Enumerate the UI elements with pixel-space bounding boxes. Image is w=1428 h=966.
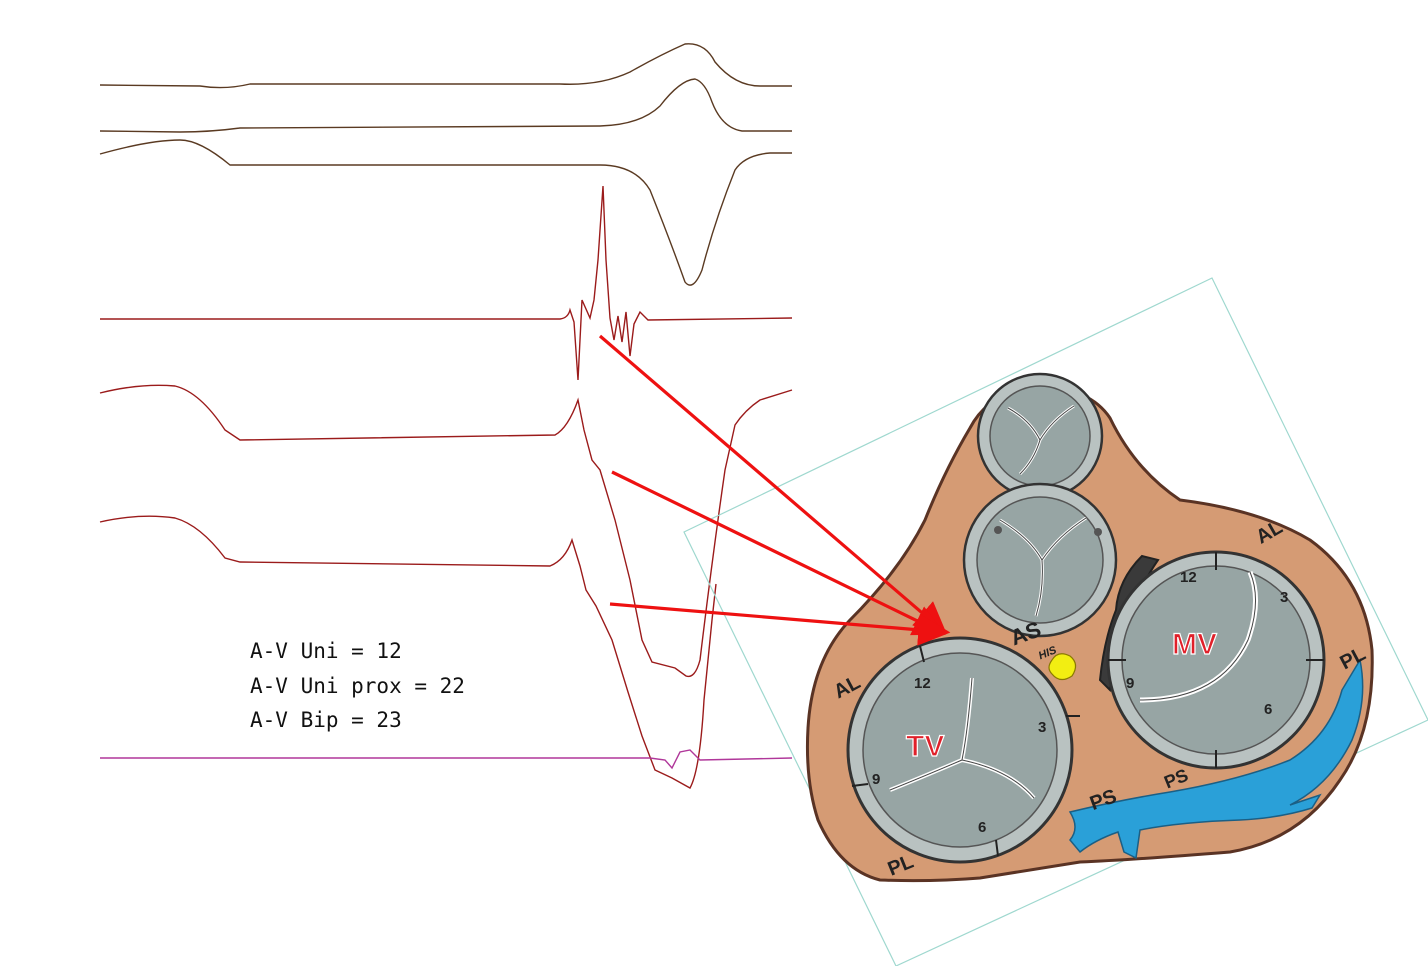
measurement-av-bip: A-V Bip = 23: [250, 708, 402, 732]
tv-clock-3: 3: [1038, 719, 1046, 736]
mv-label: MV: [1172, 628, 1217, 661]
measurement-block: A-V Uni = 12 A-V Uni prox = 22 A-V Bip =…: [250, 639, 465, 732]
heart-base-illustration: 12 3 6 9 MV 12 3 6 9: [805, 372, 1374, 883]
aortic-valve: [962, 482, 1118, 638]
mv-clock-6: 6: [1264, 701, 1272, 718]
electrogram-traces: [99, 43, 793, 789]
bipolar-trace: [100, 185, 793, 381]
tv-clock-9: 9: [872, 771, 880, 788]
mv-clock-3: 3: [1280, 589, 1288, 606]
surface-trace-2: [99, 78, 792, 133]
measurement-av-uni-prox: A-V Uni prox = 22: [250, 674, 465, 698]
surface-trace-3: [99, 139, 792, 286]
coronary-sinus: [1068, 657, 1364, 860]
unipolar-distal-trace: [99, 384, 793, 678]
arrow-from-unipolar-proximal: [609, 602, 951, 646]
tv-clock-6: 6: [978, 819, 986, 836]
measurement-av-uni: A-V Uni = 12: [250, 639, 402, 663]
reference-trace: [100, 749, 793, 770]
surface-trace-1: [99, 43, 792, 89]
annotation-arrows: [598, 334, 951, 646]
arrow-from-bipolar: [598, 334, 947, 635]
mitral-valve: 12 3 6 9 MV: [1098, 550, 1326, 770]
mv-clock-9: 9: [1126, 675, 1134, 692]
tv-label: TV: [906, 730, 944, 763]
tv-clock-12: 12: [914, 675, 931, 692]
mv-clock-12: 12: [1180, 569, 1197, 586]
his-bundle-marker: [1048, 653, 1077, 681]
pulmonary-valve: [976, 372, 1104, 500]
unipolar-proximal-trace: [99, 515, 717, 789]
tricuspid-valve: 12 3 6 9 TV: [846, 636, 1080, 864]
arrow-from-unipolar-distal: [611, 470, 946, 636]
